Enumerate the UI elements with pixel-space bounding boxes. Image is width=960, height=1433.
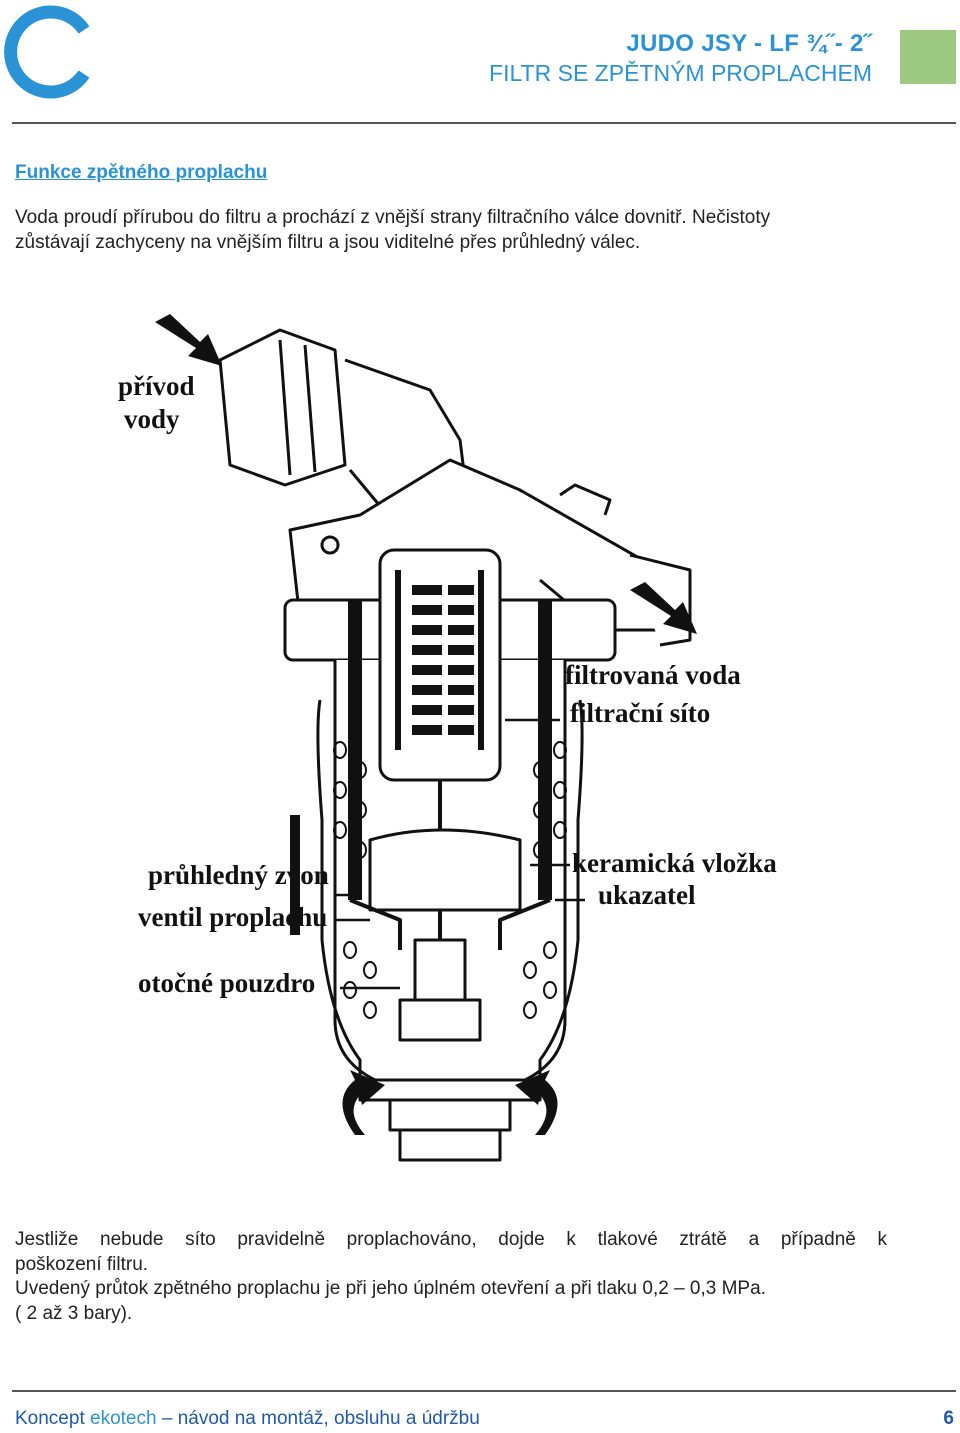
- footer-rest: – návod na montáž, obsluhu a údržbu: [161, 1408, 480, 1429]
- body-line: ( 2 až 3 bary).: [15, 1302, 133, 1324]
- label-keramicka-vlozka: keramická vložka: [572, 848, 777, 878]
- body-line: Uvedený průtok zpětného proplachu je při…: [15, 1278, 766, 1299]
- document-subtitle: FILTR SE ZPĚTNÝM PROPLACHEM: [489, 60, 872, 86]
- logo-icon: [4, 5, 90, 99]
- header-rule: [12, 122, 956, 124]
- label-filtrovana-voda: filtrovaná voda: [565, 660, 741, 690]
- document-title: JUDO JSY - LF ¾˝- 2˝: [626, 30, 872, 57]
- label-filtracni-sito: filtrační síto: [570, 698, 710, 728]
- intro-line: Voda proudí přírubou do filtru a procház…: [15, 207, 771, 228]
- body-paragraph: Jestliže nebude síto pravidelně proplach…: [15, 1228, 887, 1326]
- intro-paragraph: Voda proudí přírubou do filtru a procház…: [15, 205, 915, 255]
- label-vody: vody: [124, 404, 180, 434]
- footer-rule: [12, 1390, 956, 1392]
- green-square-mark: [900, 30, 956, 84]
- label-pruhledny-zvon: průhledný zvon: [148, 860, 329, 890]
- label-privod: přívod: [118, 371, 195, 401]
- footer-text: Koncept ekotech – návod na montáž, obslu…: [15, 1408, 480, 1430]
- section-heading: Funkce zpětného proplachu: [15, 162, 268, 183]
- intro-line: zůstávají zachyceny na vnějším filtru a …: [15, 232, 641, 253]
- label-ukazatel: ukazatel: [598, 880, 696, 910]
- footer-concept: Koncept: [15, 1408, 85, 1429]
- filter-diagram: přívod vody filtrovaná voda filtrační sí…: [118, 314, 777, 1162]
- body-line: Jestliže nebude síto pravidelně proplach…: [15, 1229, 887, 1250]
- header-title-block: JUDO JSY - LF ¾˝- 2˝ FILTR SE ZPĚTNÝM PR…: [489, 30, 872, 88]
- page-number: 6: [943, 1408, 954, 1429]
- label-ventil-proplachu: ventil proplachu: [138, 902, 327, 932]
- body-line: poškození filtru.: [15, 1253, 149, 1275]
- footer-brand: ekotech: [90, 1408, 157, 1429]
- label-otocne-pouzdro: otočné pouzdro: [138, 968, 315, 998]
